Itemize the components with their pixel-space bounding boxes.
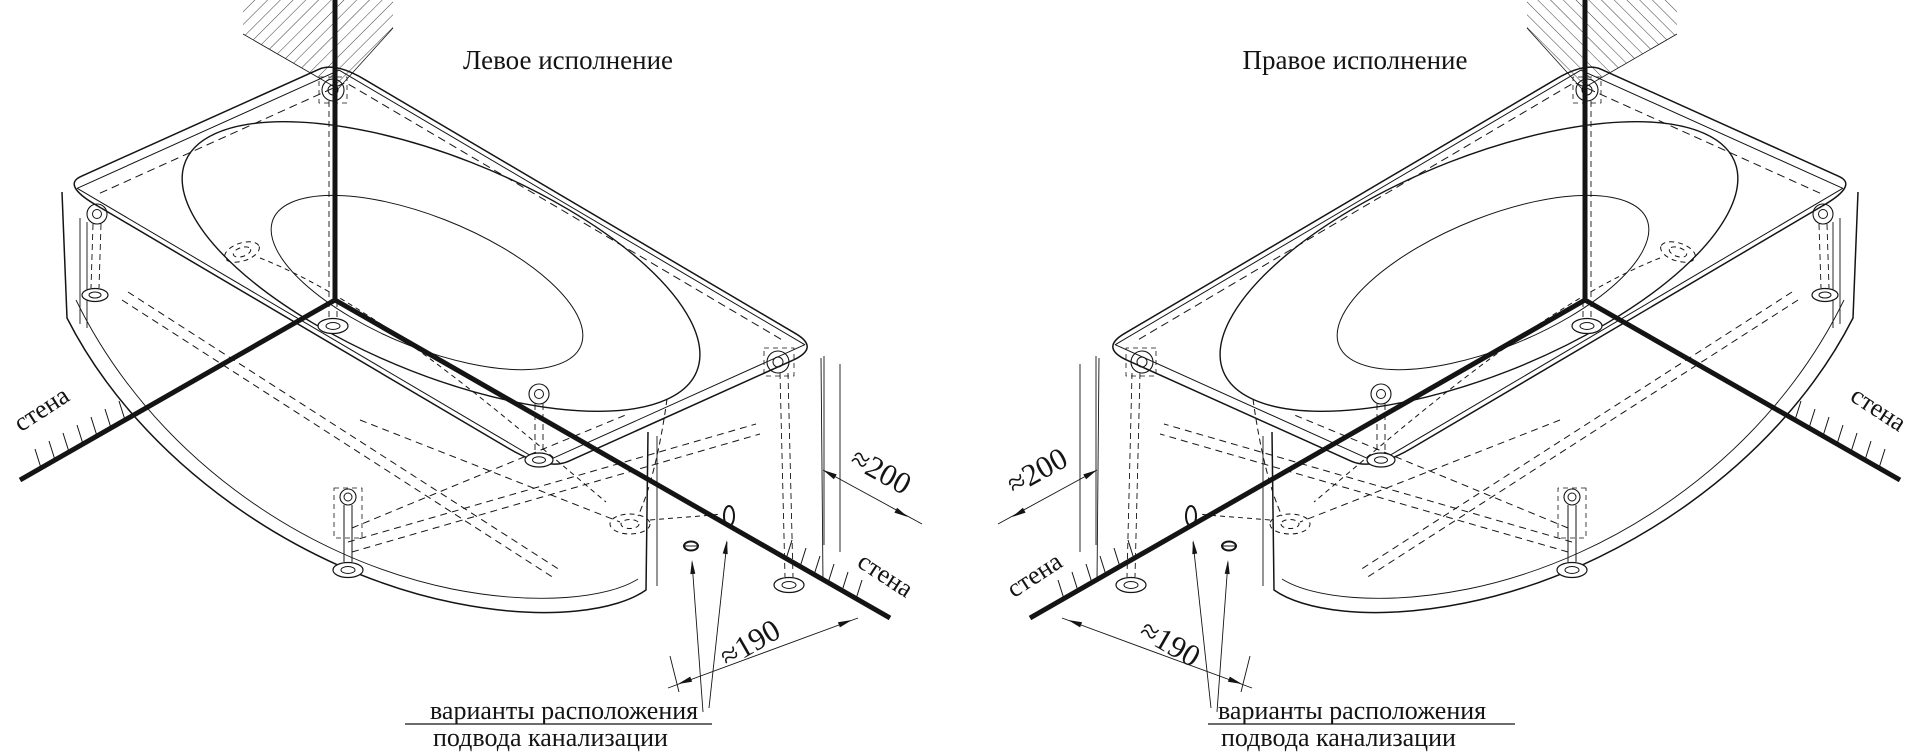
right-wall-label-right: стена xyxy=(1846,380,1912,437)
left-wall-label-bottom: стена xyxy=(853,546,919,603)
left-dim-200: ≈200 xyxy=(845,440,918,501)
left-callout-line2: подвода канализации xyxy=(433,723,668,752)
right-dim-200: ≈200 xyxy=(1001,440,1074,501)
right-callout-line1: варианты расположения xyxy=(1218,696,1486,725)
left-callout-line1: варианты расположения xyxy=(430,696,698,725)
left-bathtub-art xyxy=(20,0,922,724)
right-wall-label-bottom: стена xyxy=(1001,546,1067,603)
right-dim-190: ≈190 xyxy=(1134,612,1207,674)
left-title: Левое исполнение xyxy=(463,45,673,75)
left-dim-190: ≈190 xyxy=(713,612,786,674)
right-title: Правое исполнение xyxy=(1243,45,1468,75)
right-callout-line2: подвода канализации xyxy=(1221,723,1456,752)
left-wall-label-left: стена xyxy=(8,380,74,437)
right-bathtub-art xyxy=(998,0,1900,724)
